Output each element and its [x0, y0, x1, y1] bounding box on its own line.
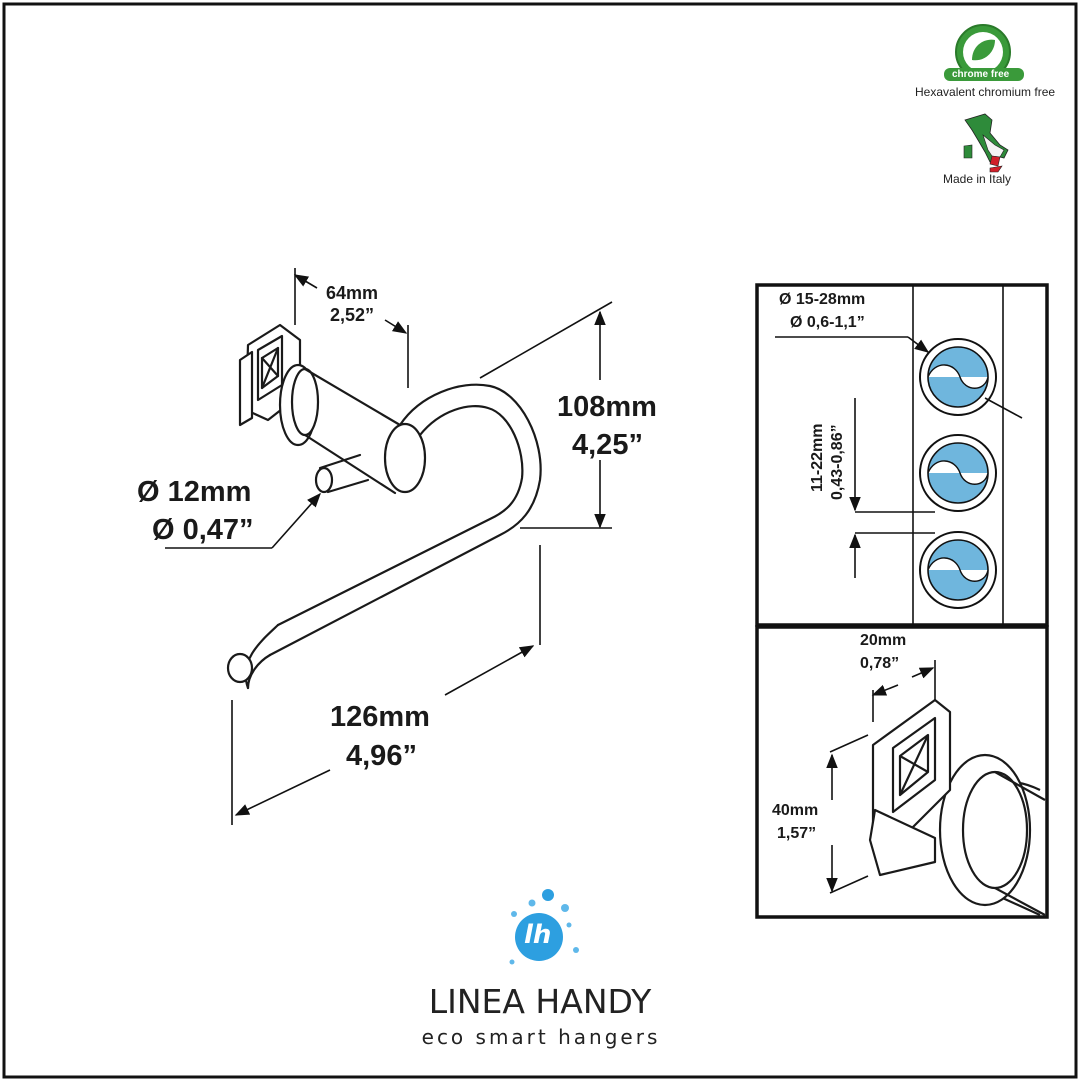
- bracket-width-mm: 64mm: [326, 283, 379, 303]
- spacing-in: 0,43-0,86”: [829, 424, 846, 500]
- pipe-diameter-in: Ø 0,6-1,1”: [790, 314, 865, 331]
- pipe-section-1: [919, 338, 997, 416]
- italy-map-icon: [963, 113, 1009, 173]
- spacing-mm: 11-22mm: [809, 423, 826, 493]
- brand-name: LINEA HANDY: [428, 982, 652, 1021]
- clip-width-mm: 20mm: [860, 632, 907, 649]
- chromium-free-label: Hexavalent chromium free: [915, 85, 1056, 99]
- toilet-roll-holder-drawing: [226, 323, 542, 690]
- chrome-free-label: chrome free: [952, 69, 1010, 80]
- clip-detail-panel: [755, 625, 1049, 919]
- height-mm: 108mm: [557, 391, 657, 423]
- logo-mark-text: lh: [524, 920, 552, 950]
- pipe-section-2: [919, 434, 997, 512]
- pipe-diameter-mm: Ø 15-28mm: [779, 291, 866, 308]
- rod-diameter-in: Ø 0,47”: [152, 514, 254, 546]
- clip-width-in: 0,78”: [860, 655, 900, 672]
- height-in: 4,25”: [572, 429, 643, 461]
- linea-handy-logo: [509, 889, 579, 965]
- pipe-section-3: [919, 531, 997, 609]
- chrome-free-badge: [944, 24, 1024, 81]
- clip-height-mm: 40mm: [772, 802, 819, 819]
- clip-height-in: 1,57”: [777, 825, 817, 842]
- pipe-detail-panel: [755, 283, 1049, 627]
- length-in: 4,96”: [346, 740, 417, 772]
- leaf-icon: [972, 39, 995, 61]
- dimension-lines: [165, 268, 613, 825]
- brand-tagline: eco smart hangers: [421, 1025, 661, 1049]
- rod-diameter-mm: Ø 12mm: [137, 476, 252, 508]
- bracket-width-in: 2,52”: [330, 305, 375, 325]
- made-in-italy-label: Made in Italy: [943, 172, 1012, 186]
- length-mm: 126mm: [330, 701, 430, 733]
